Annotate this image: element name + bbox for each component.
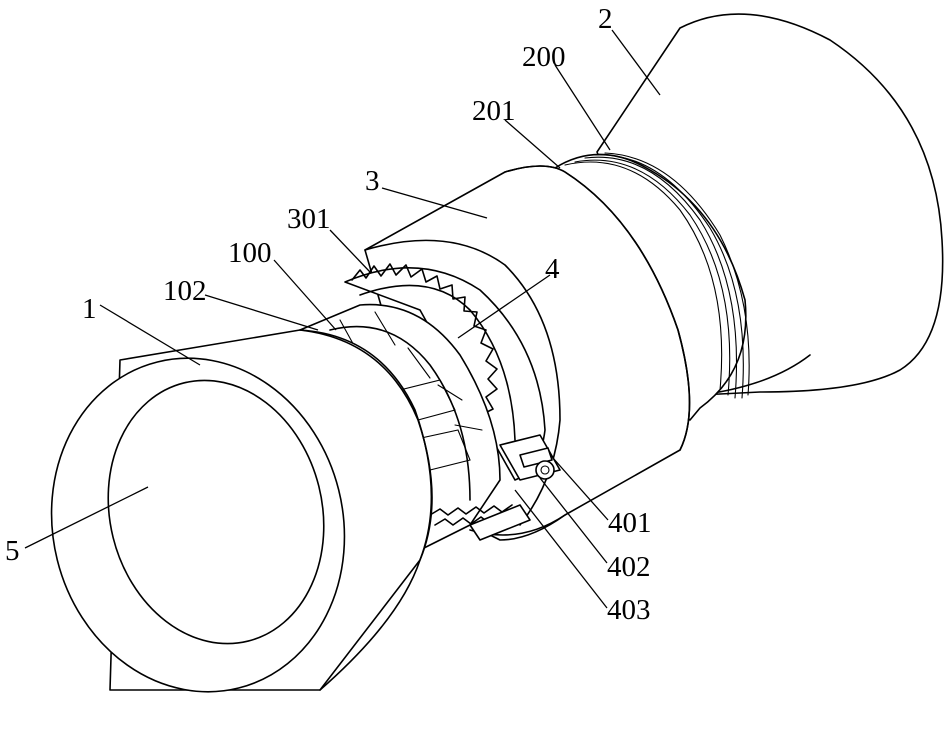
label-402: 402 (607, 551, 651, 583)
label-4: 4 (545, 253, 560, 285)
label-100: 100 (228, 237, 272, 269)
label-102: 102 (163, 275, 207, 307)
label-301: 301 (287, 203, 331, 235)
label-403: 403 (607, 594, 651, 626)
label-401: 401 (608, 507, 652, 539)
label-1: 1 (82, 293, 97, 325)
label-5: 5 (5, 535, 20, 567)
label-3: 3 (365, 165, 380, 197)
label-200: 200 (522, 41, 566, 73)
label-2: 2 (598, 3, 613, 35)
label-201: 201 (472, 95, 516, 127)
